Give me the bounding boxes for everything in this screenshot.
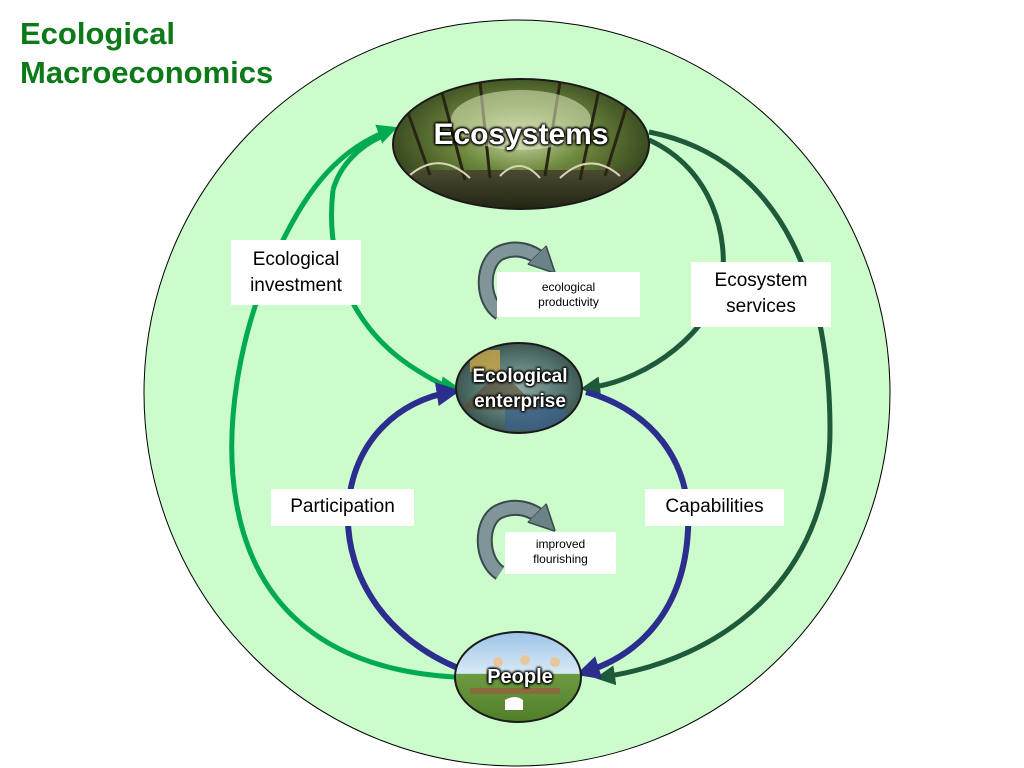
investment-arrow-top bbox=[330, 132, 386, 191]
ecosystems-label: Ecosystems bbox=[400, 118, 642, 152]
services-arrow-outer bbox=[595, 129, 833, 686]
investment-line-1: Ecological bbox=[252, 249, 340, 270]
ecosystems-text: Ecosystems bbox=[433, 118, 609, 151]
capabilities-label: Capabilities bbox=[645, 489, 784, 526]
diagram-title: Ecological Macroeconomics bbox=[20, 14, 273, 92]
productivity-line-1: ecological bbox=[541, 280, 596, 294]
people-label: People bbox=[455, 665, 585, 689]
productivity-loop-arrow bbox=[479, 243, 544, 319]
capabilities-text: Capabilities bbox=[665, 496, 764, 517]
services-line-2: services bbox=[726, 296, 796, 317]
title-line-2: Macroeconomics bbox=[20, 55, 274, 90]
enterprise-line-2: enterprise bbox=[474, 391, 566, 412]
capabilities-arrow bbox=[575, 389, 692, 680]
title-line-1: Ecological bbox=[20, 16, 176, 51]
investment-line-2: investment bbox=[250, 275, 342, 296]
enterprise-line-1: Ecological bbox=[472, 366, 568, 387]
investment-arrow-outer bbox=[229, 124, 456, 680]
people-text: People bbox=[487, 666, 553, 688]
flourishing-loop-arrow bbox=[478, 501, 544, 579]
participation-text: Participation bbox=[290, 496, 395, 517]
enterprise-node bbox=[455, 342, 583, 434]
productivity-line-2: productivity bbox=[538, 295, 599, 309]
flourishing-line-2: flourishing bbox=[533, 552, 588, 566]
people-node bbox=[454, 631, 582, 723]
enterprise-label: Ecological enterprise bbox=[455, 364, 585, 414]
flourishing-line-1: improved bbox=[535, 537, 586, 551]
participation-label: Participation bbox=[271, 489, 414, 526]
ecosystem-services-label: Ecosystem services bbox=[691, 262, 831, 327]
improved-flourishing-label: improved flourishing bbox=[505, 532, 616, 574]
services-line-1: Ecosystem bbox=[714, 270, 808, 291]
ecological-productivity-label: ecological productivity bbox=[497, 272, 640, 317]
ecological-investment-label: Ecological investment bbox=[231, 240, 361, 305]
